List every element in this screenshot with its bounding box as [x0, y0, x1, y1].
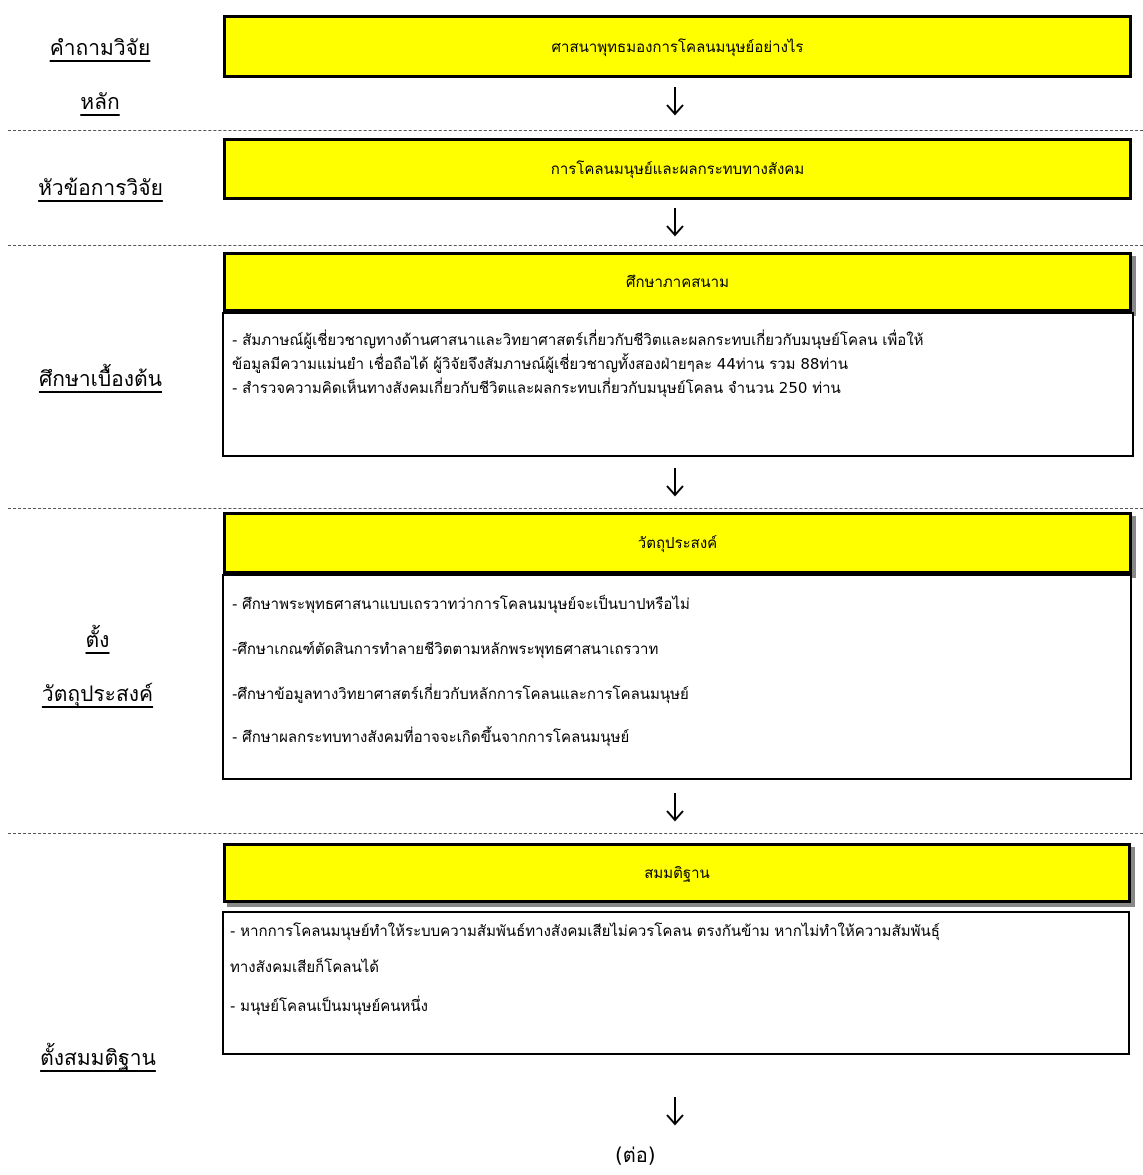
separator-1 [8, 130, 1143, 131]
arrow-down-icon [665, 86, 685, 116]
label-main-question-line1: คำถามวิจัย [49, 36, 151, 60]
label-objectives: ตั้ง วัตถุประสงค์ [15, 630, 180, 705]
arrow-down-icon [665, 207, 685, 237]
hypothesis-title-box: สมมติฐาน [223, 843, 1131, 903]
hypothesis-line: ทางสังคมเสียก็โคลนได้ [230, 958, 380, 976]
label-main-question: คำถามวิจัย หลัก [20, 38, 180, 113]
hypothesis-content-box: - หากการโคลนมนุษย์ทำให้ระบบความสัมพันธ์ท… [222, 911, 1130, 1055]
hypothesis-line: - มนุษย์โคลนเป็นมนุษย์คนหนึ่ง [230, 997, 429, 1015]
field-study-content-box: - สัมภาษณ์ผู้เชี่ยวชาญทางด้านศาสนาและวิท… [222, 312, 1134, 457]
hypothesis-line: - หากการโคลนมนุษย์ทำให้ระบบความสัมพันธ์ท… [230, 922, 940, 940]
label-main-question-line2: หลัก [80, 90, 120, 114]
label-objectives-line1: ตั้ง [85, 628, 110, 652]
field-study-title-box: ศึกษาภาคสนาม [223, 252, 1132, 312]
question-box: ศาสนาพุทธมองการโคลนมนุษย์อย่างไร [223, 15, 1132, 78]
continued-label: (ต่อ) [615, 1143, 656, 1167]
label-hypothesis: ตั้งสมมติฐาน [40, 1046, 156, 1070]
label-preliminary-study: ศึกษาเบื้องต้น [38, 367, 163, 391]
objectives-line: - ศึกษาผลกระทบทางสังคมที่อาจจะเกิดขึ้นจา… [232, 728, 630, 746]
objectives-line: -ศึกษาเกณฑ์ตัดสินการทำลายชีวิตตามหลักพระ… [232, 640, 659, 658]
arrow-down-icon [665, 792, 685, 822]
arrow-down-icon [665, 467, 685, 497]
field-study-line: - สัมภาษณ์ผู้เชี่ยวชาญทางด้านศาสนาและวิท… [232, 331, 924, 349]
objectives-line: - ศึกษาพระพุทธศาสนาแบบเถรวาทว่าการโคลนมน… [232, 595, 690, 613]
separator-2 [8, 245, 1143, 246]
separator-3 [8, 508, 1143, 509]
field-study-line: ข้อมูลมีความแม่นยำ เชื่อถือได้ ผู้วิจัยจ… [232, 355, 848, 373]
topic-box: การโคลนมนุษย์และผลกระทบทางสังคม [223, 138, 1132, 200]
label-objectives-line2: วัตถุประสงค์ [41, 682, 154, 706]
objectives-content-box: - ศึกษาพระพุทธศาสนาแบบเถรวาทว่าการโคลนมน… [222, 574, 1132, 780]
arrow-down-icon [665, 1096, 685, 1126]
separator-4 [8, 833, 1143, 834]
field-study-line: - สำรวจความคิดเห็นทางสังคมเกี่ยวกับชีวิต… [232, 379, 841, 397]
label-research-topic: หัวข้อการวิจัย [38, 176, 163, 200]
objectives-title-box: วัตถุประสงค์ [223, 512, 1132, 574]
objectives-line: -ศึกษาข้อมูลทางวิทยาศาสตร์เกี่ยวกับหลักก… [232, 685, 689, 703]
